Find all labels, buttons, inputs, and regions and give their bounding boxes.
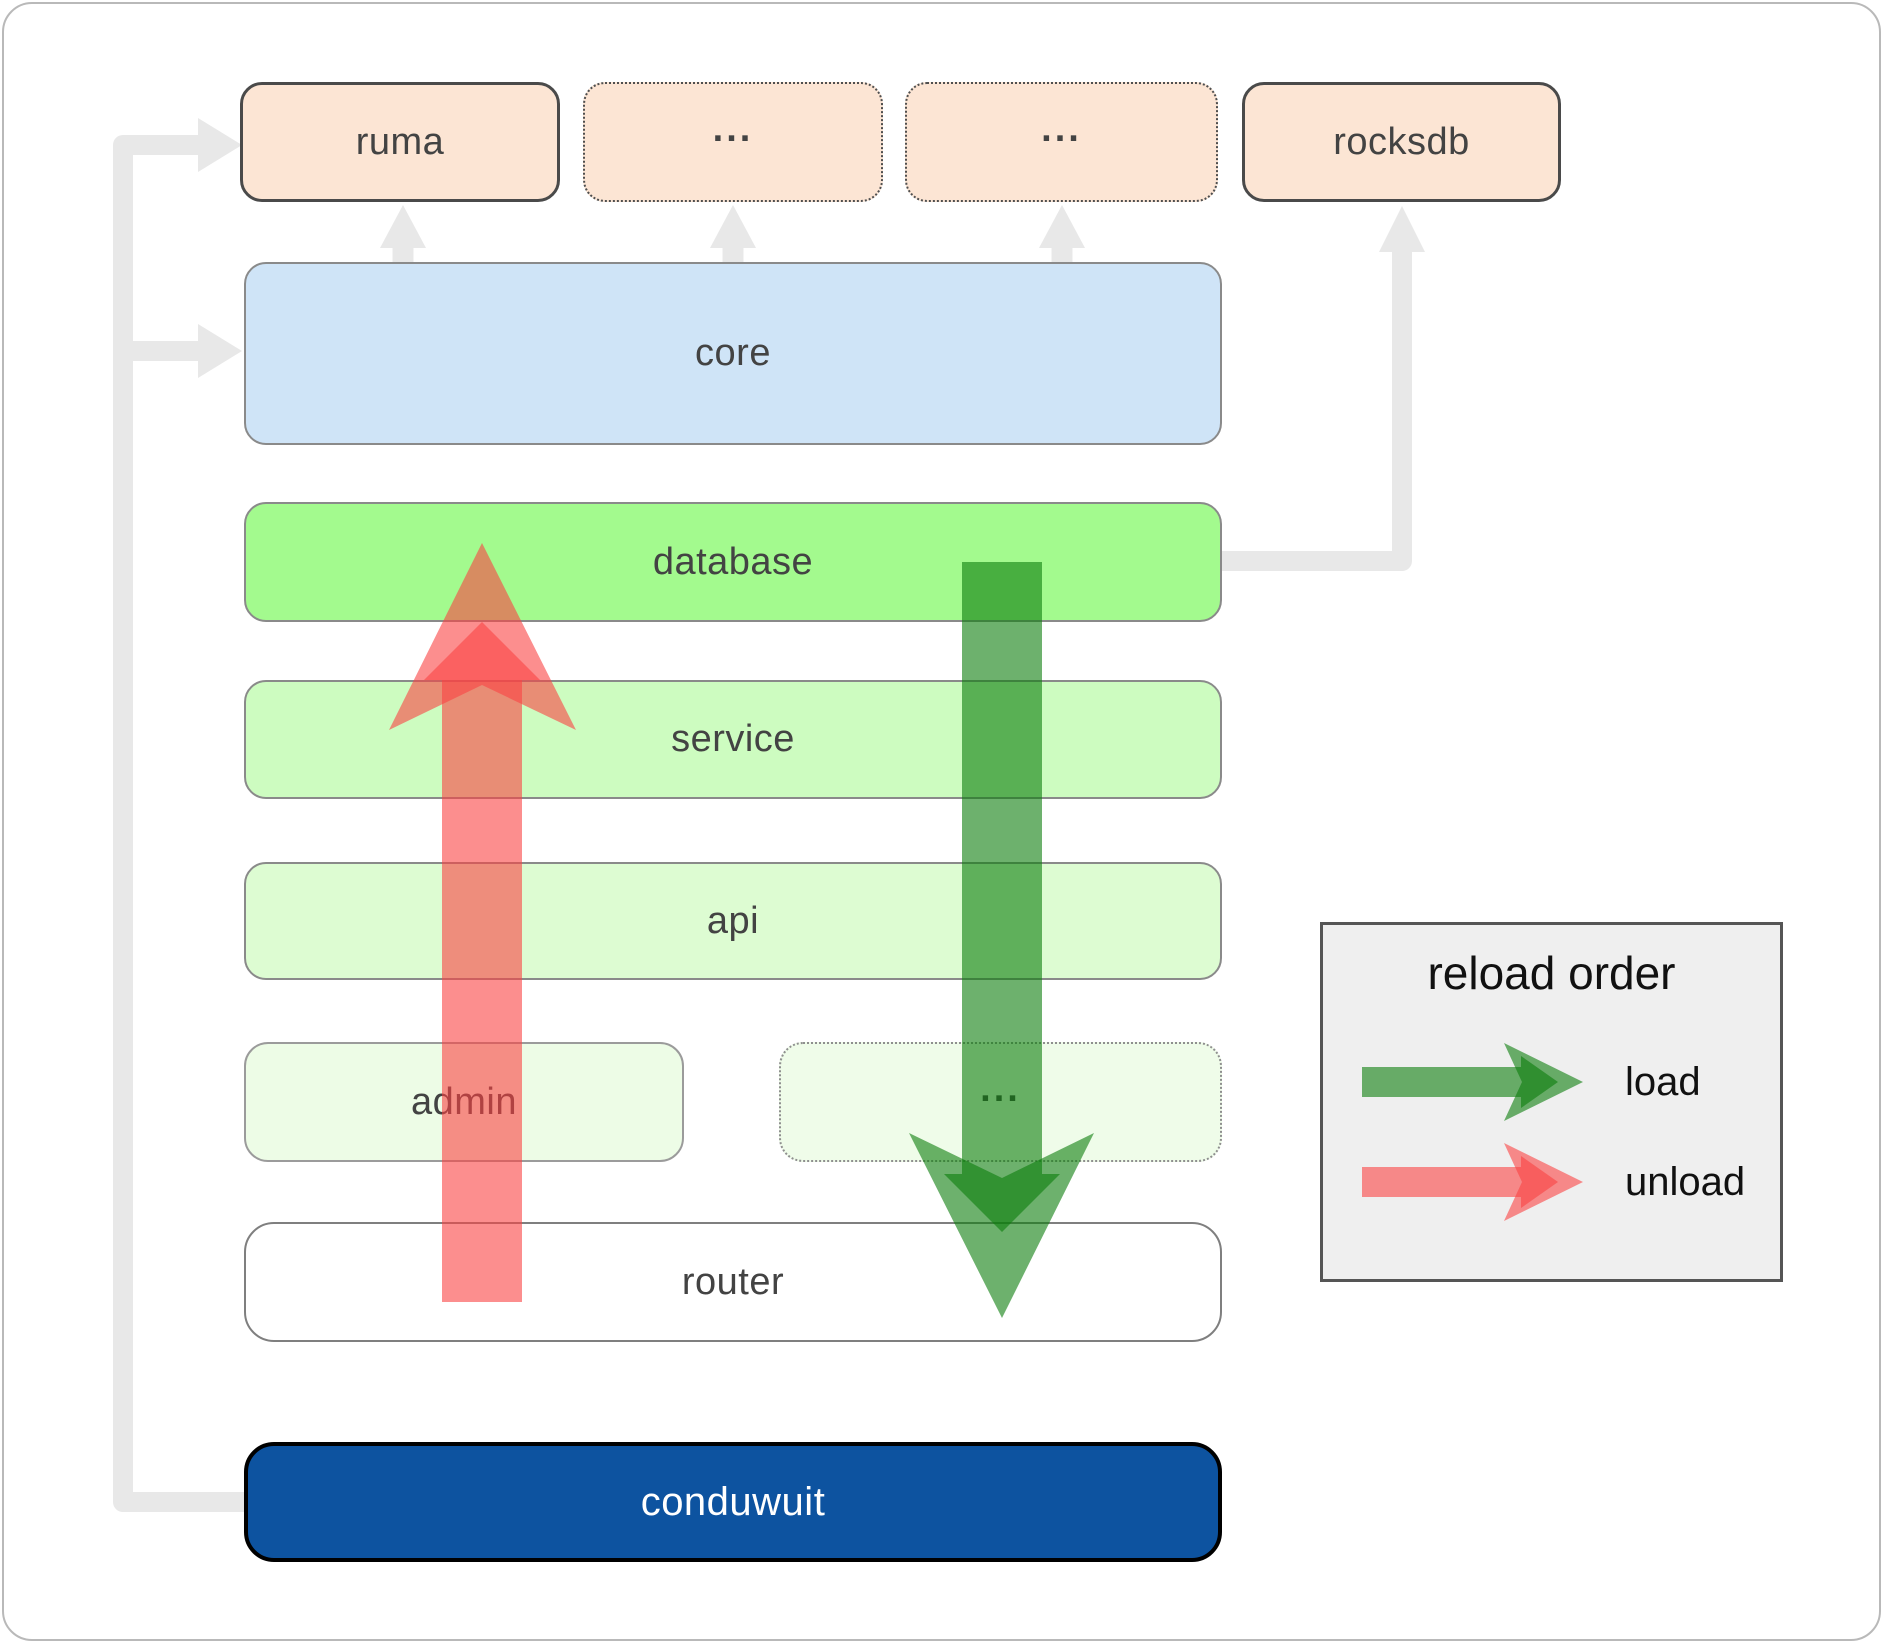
node-dependency-1-label: ... xyxy=(712,107,754,150)
arrowhead-into-rocksdb xyxy=(1379,206,1425,252)
node-core-label: core xyxy=(695,332,771,374)
connector-database-to-rocksdb xyxy=(1220,250,1412,571)
legend-title: reload order xyxy=(1427,947,1676,999)
node-conduwuit: conduwuit xyxy=(244,1442,1222,1562)
legend-label-unload: unload xyxy=(1625,1159,1746,1204)
node-router-label: router xyxy=(681,1260,785,1303)
node-conduwuit-label: conduwuit xyxy=(640,1479,826,1524)
node-service-more-label: ... xyxy=(980,1067,1021,1110)
node-router: router xyxy=(244,1222,1222,1342)
legend-label-load: load xyxy=(1625,1059,1701,1104)
node-rocksdb: rocksdb xyxy=(1242,82,1561,202)
arrowhead-into-core xyxy=(198,324,242,378)
node-database-label: database xyxy=(652,540,814,583)
node-dependency-2-label: ... xyxy=(1041,107,1082,150)
node-service-more: ... xyxy=(779,1042,1222,1162)
connector-conduwuit-to-ruma xyxy=(113,135,244,1512)
node-service: service xyxy=(244,680,1222,799)
node-dependency-2: ... xyxy=(905,82,1218,202)
node-rocksdb-label: rocksdb xyxy=(1333,120,1470,163)
node-core: core xyxy=(244,262,1222,445)
node-dependency-1: ... xyxy=(583,82,883,202)
node-admin: admin xyxy=(244,1042,684,1162)
node-api-label: api xyxy=(706,899,760,942)
arrowhead-core-dep2 xyxy=(1039,205,1085,248)
node-ruma-label: ruma xyxy=(355,120,445,163)
node-service-label: service xyxy=(671,718,795,760)
node-ruma: ruma xyxy=(240,82,560,202)
node-admin-label: admin xyxy=(411,1080,517,1123)
arrowhead-core-ruma xyxy=(380,205,426,248)
node-api: api xyxy=(244,862,1222,980)
node-database: database xyxy=(244,502,1222,622)
arrowhead-into-ruma xyxy=(198,118,242,172)
arrowhead-core-dep1 xyxy=(710,205,756,248)
